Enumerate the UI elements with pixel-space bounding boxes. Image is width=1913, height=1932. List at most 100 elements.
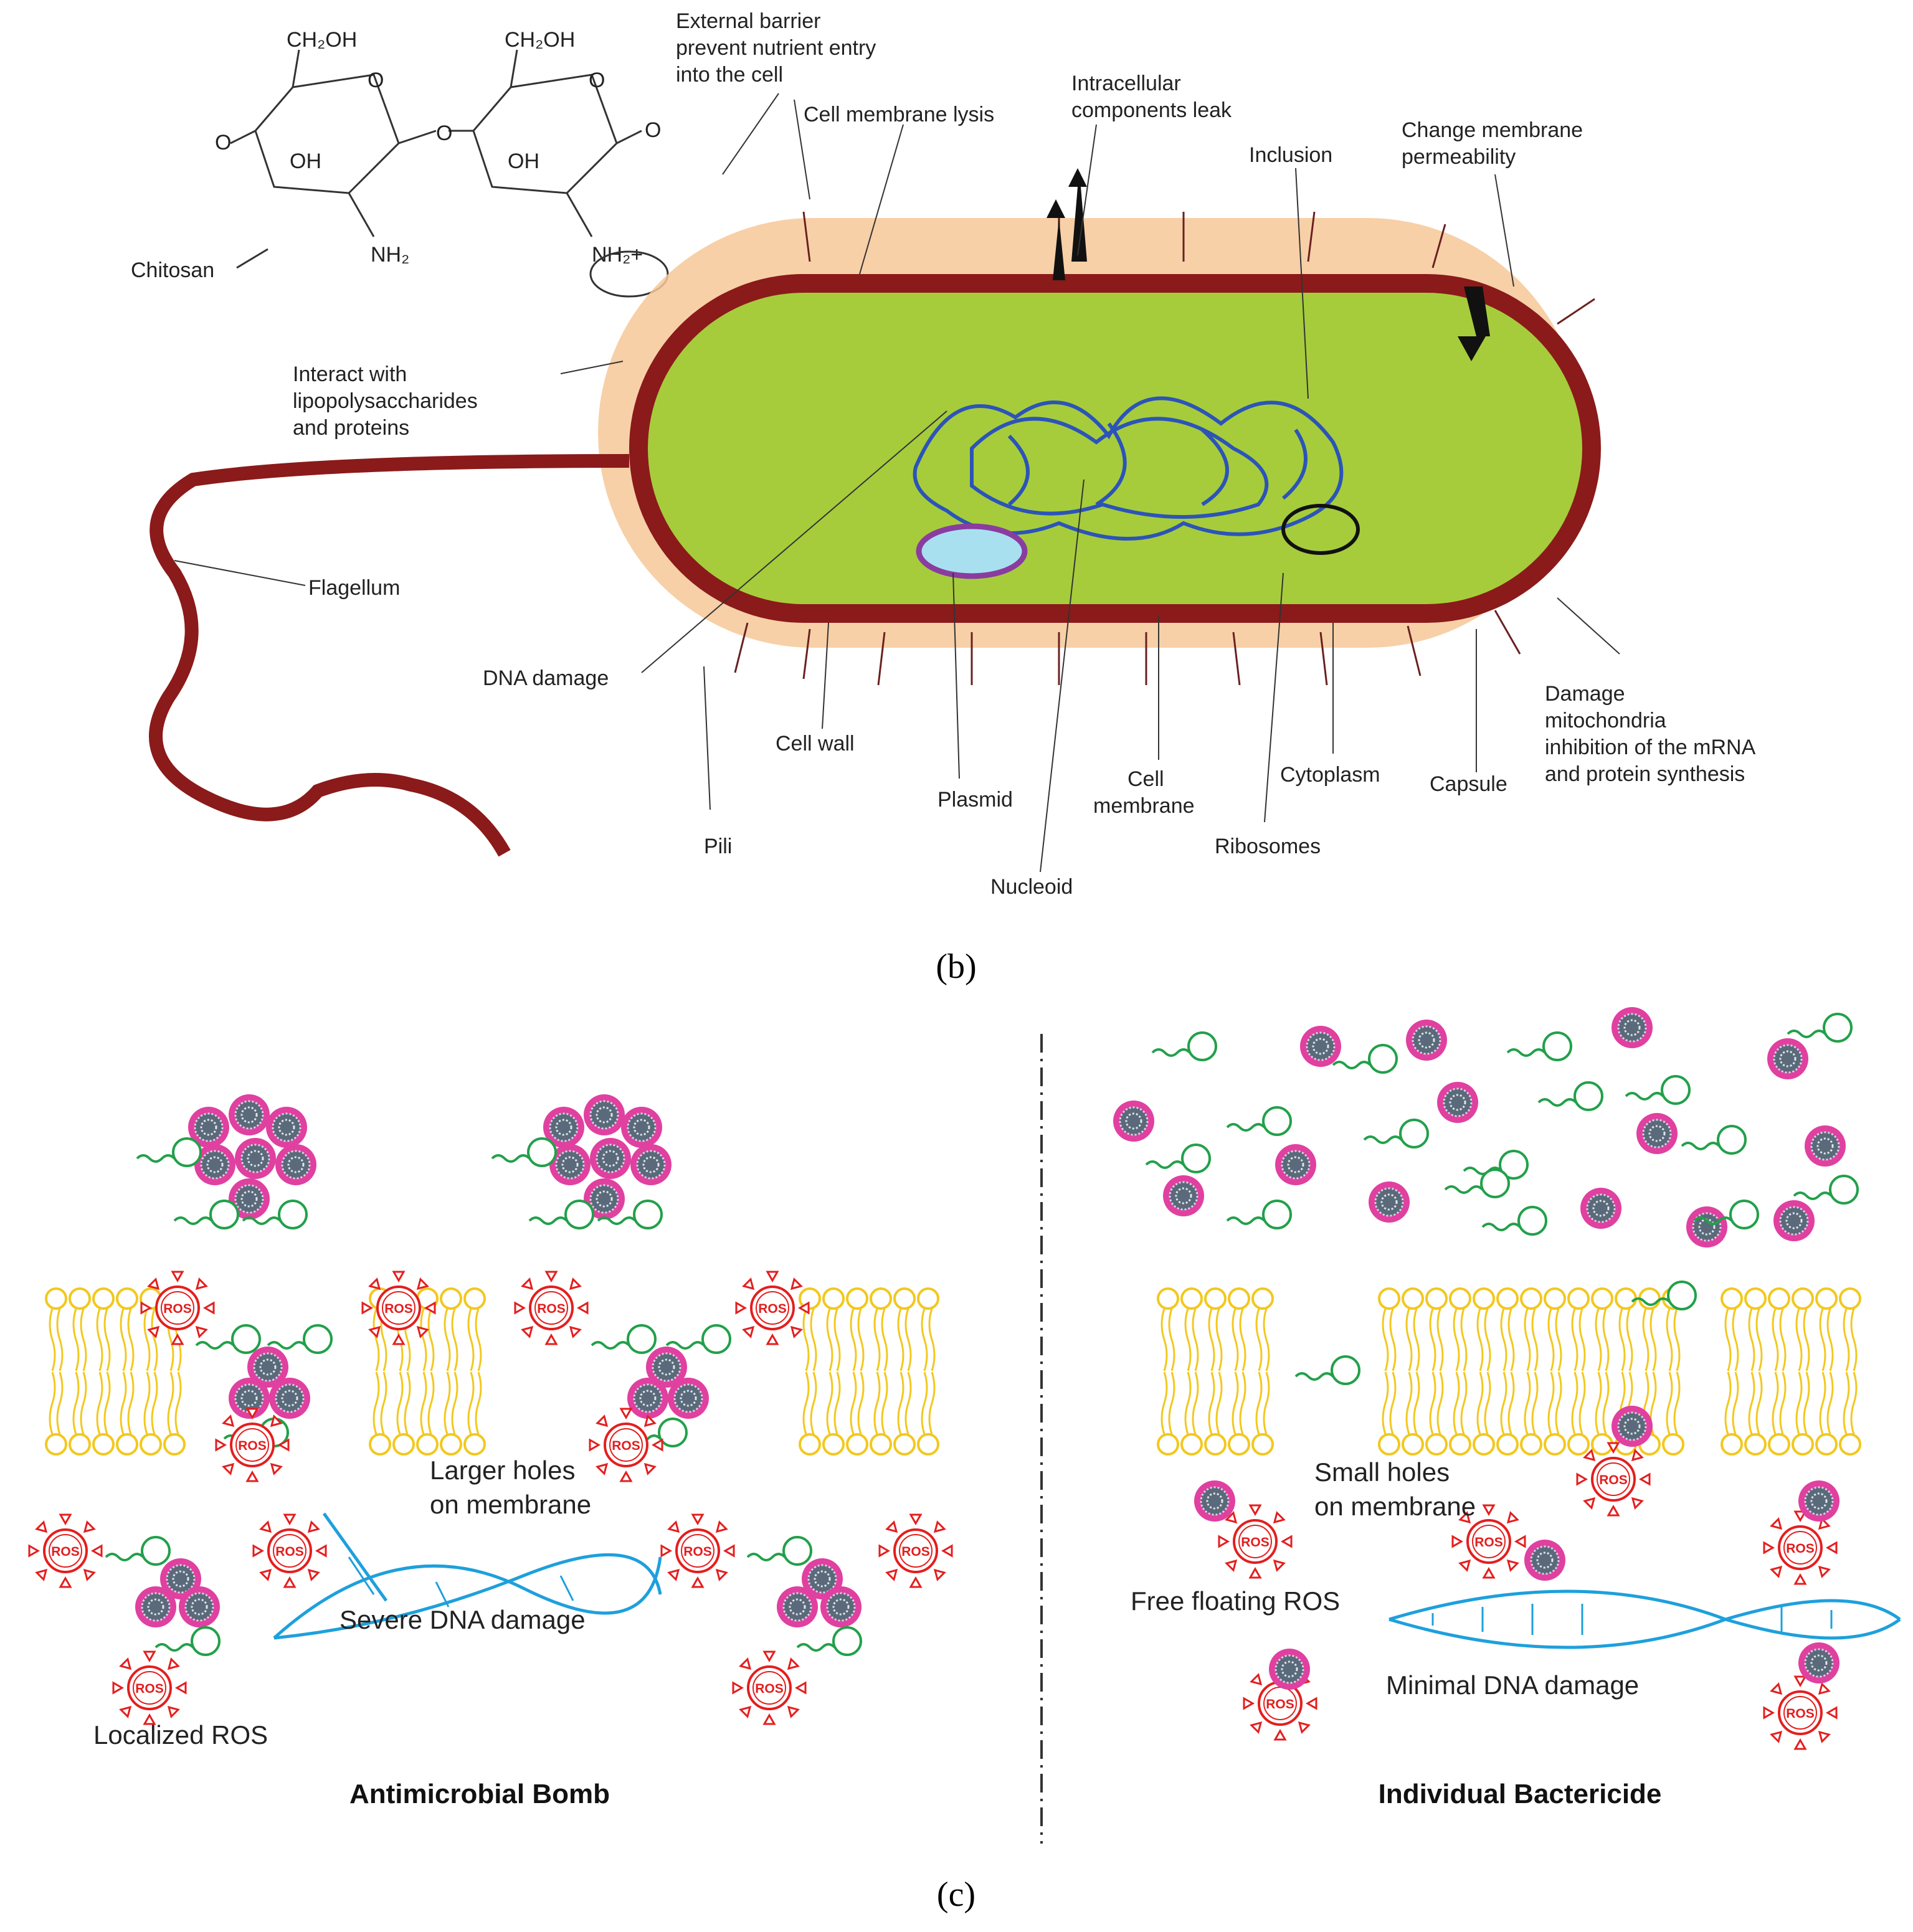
inclusion-label: Inclusion: [1249, 143, 1332, 167]
severe-dna-helix: [273, 1512, 662, 1640]
left-oxygen: O: [215, 131, 231, 154]
external-barrier-label: External barrier prevent nutrient entry …: [676, 9, 882, 87]
cell-membrane-label: Cell membrane: [1093, 767, 1195, 818]
lipid-pair: [1744, 1287, 1767, 1456]
antimicrobial-bomb-title: Antimicrobial Bomb: [349, 1779, 610, 1809]
lipid-pair: [1180, 1287, 1203, 1456]
ros-particle: ROS: [112, 1650, 187, 1725]
ros-text: ROS: [612, 1439, 640, 1453]
lipid-pair: [1839, 1287, 1861, 1456]
panel-b: CH₂OH CH₂OH O O O O O OH OH NH₂ NH₂+ Chi…: [131, 9, 1760, 986]
lipid-pair: [893, 1287, 916, 1456]
ros-text: ROS: [1474, 1535, 1503, 1550]
ch2oh-label-2: CH₂OH: [505, 28, 575, 52]
ros-text: ROS: [238, 1439, 267, 1453]
individual-bactericide-title: Individual Bactericide: [1379, 1779, 1662, 1809]
ros-particle: ROS: [660, 1513, 735, 1588]
ros-particle: ROS: [1763, 1510, 1838, 1585]
ros-text: ROS: [755, 1682, 784, 1696]
np-cluster-2: [491, 1093, 673, 1229]
amine-circle: [589, 250, 669, 298]
lipid-pair: [1520, 1287, 1542, 1456]
flagellum-tail: [149, 454, 630, 857]
severe-dna-label: Severe DNA damage: [339, 1605, 586, 1634]
lipid-pair: [1662, 1287, 1684, 1456]
ch2oh-label-1: CH₂OH: [287, 28, 357, 52]
ros-particle: ROS: [732, 1650, 807, 1725]
ros-text: ROS: [758, 1302, 787, 1316]
ring-oxygen-1: O: [368, 69, 384, 92]
ring-oxygen-2: O: [589, 69, 605, 92]
lipid-pair: [1567, 1287, 1590, 1456]
lipid-pair: [69, 1287, 91, 1456]
left-np-clusters: [105, 1093, 863, 1656]
larger-holes-label: Larger holes on membrane: [430, 1456, 591, 1519]
ribosomes-label: Ribosomes: [1215, 835, 1321, 858]
intracellular-leak-label: Intracellular components leak: [1071, 72, 1232, 122]
protonated-amine-label: NH₂+: [592, 243, 643, 267]
cytoplasm-area: [648, 293, 1582, 604]
lipid-pair: [1768, 1287, 1790, 1456]
ros-particle: ROS: [1763, 1675, 1838, 1750]
ros-particle: ROS: [252, 1513, 327, 1588]
lipid-pair: [1157, 1287, 1179, 1456]
ros-particle: ROS: [878, 1513, 953, 1588]
damage-mito-label: Damage mitochondria inhibition of the mR…: [1545, 682, 1760, 786]
nucleoid-label: Nucleoid: [990, 875, 1073, 899]
lipid-pair: [799, 1287, 821, 1456]
np-cluster-1: [136, 1093, 318, 1229]
minimal-dna-helix: [1388, 1589, 1901, 1649]
sublabel-b: (b): [936, 947, 976, 986]
ros-particle: ROS: [514, 1271, 589, 1345]
ros-particle: ROS: [1451, 1504, 1526, 1579]
lipid-pair: [45, 1287, 67, 1456]
change-permeability-label: Change membrane permeability: [1402, 118, 1589, 169]
link-oxygen: O: [436, 121, 452, 145]
chitosan-labels: CH₂OH CH₂OH O O O O O OH OH NH₂ NH₂+ Chi…: [131, 28, 669, 298]
lipid-pair: [1591, 1287, 1613, 1456]
leader-lines: [174, 93, 1620, 873]
hydroxyl-label-2: OH: [508, 149, 539, 173]
plasmid-label: Plasmid: [938, 788, 1013, 812]
ros-text: ROS: [1266, 1697, 1294, 1712]
ros-particle: ROS: [735, 1271, 810, 1345]
ros-text: ROS: [1786, 1707, 1815, 1721]
ros-text: ROS: [163, 1302, 192, 1316]
right-ros-group: ROS ROS ROS ROS ROS ROS: [1218, 1442, 1838, 1750]
lipid-pair: [1544, 1287, 1566, 1456]
ros-text: ROS: [135, 1682, 164, 1696]
lipid-pair: [917, 1287, 939, 1456]
lipid-pair: [116, 1287, 138, 1456]
lipid-pair: [822, 1287, 845, 1456]
lipid-pair: [463, 1287, 486, 1456]
free-ros-label: Free floating ROS: [1131, 1586, 1340, 1616]
capsule-label: Capsule: [1430, 772, 1507, 796]
lipid-pair: [1204, 1287, 1227, 1456]
ros-particle: ROS: [1218, 1504, 1293, 1579]
np-cluster-6: [746, 1536, 863, 1656]
ros-text: ROS: [384, 1302, 413, 1316]
panel-c-labels: Larger holes on membrane Severe DNA dama…: [93, 1456, 1661, 1809]
ros-text: ROS: [683, 1545, 712, 1559]
ros-text: ROS: [275, 1545, 304, 1559]
lipid-pair: [1378, 1287, 1400, 1456]
lipid-pair: [1228, 1287, 1250, 1456]
lipid-pair: [846, 1287, 868, 1456]
ros-text: ROS: [1786, 1541, 1815, 1556]
lipid-pair: [1402, 1287, 1424, 1456]
ros-particle: ROS: [28, 1513, 103, 1588]
pili-label: Pili: [704, 835, 732, 858]
left-ros-group: ROS ROS ROS ROS ROS ROS ROS ROS ROS ROS ROS ROS: [28, 1271, 953, 1725]
ros-text: ROS: [537, 1302, 566, 1316]
lipid-pair: [1425, 1287, 1448, 1456]
right-membrane: [1157, 1287, 1861, 1456]
minimal-dna-label: Minimal DNA damage: [1386, 1670, 1639, 1700]
interact-label: Interact with lipopolysaccharides and pr…: [293, 362, 483, 440]
nucleoid-coil: [913, 396, 1344, 541]
lipid-pair: [1815, 1287, 1838, 1456]
ros-text: ROS: [1599, 1473, 1628, 1487]
ros-particle: ROS: [140, 1271, 215, 1345]
dna-damage-label: DNA damage: [483, 666, 609, 690]
